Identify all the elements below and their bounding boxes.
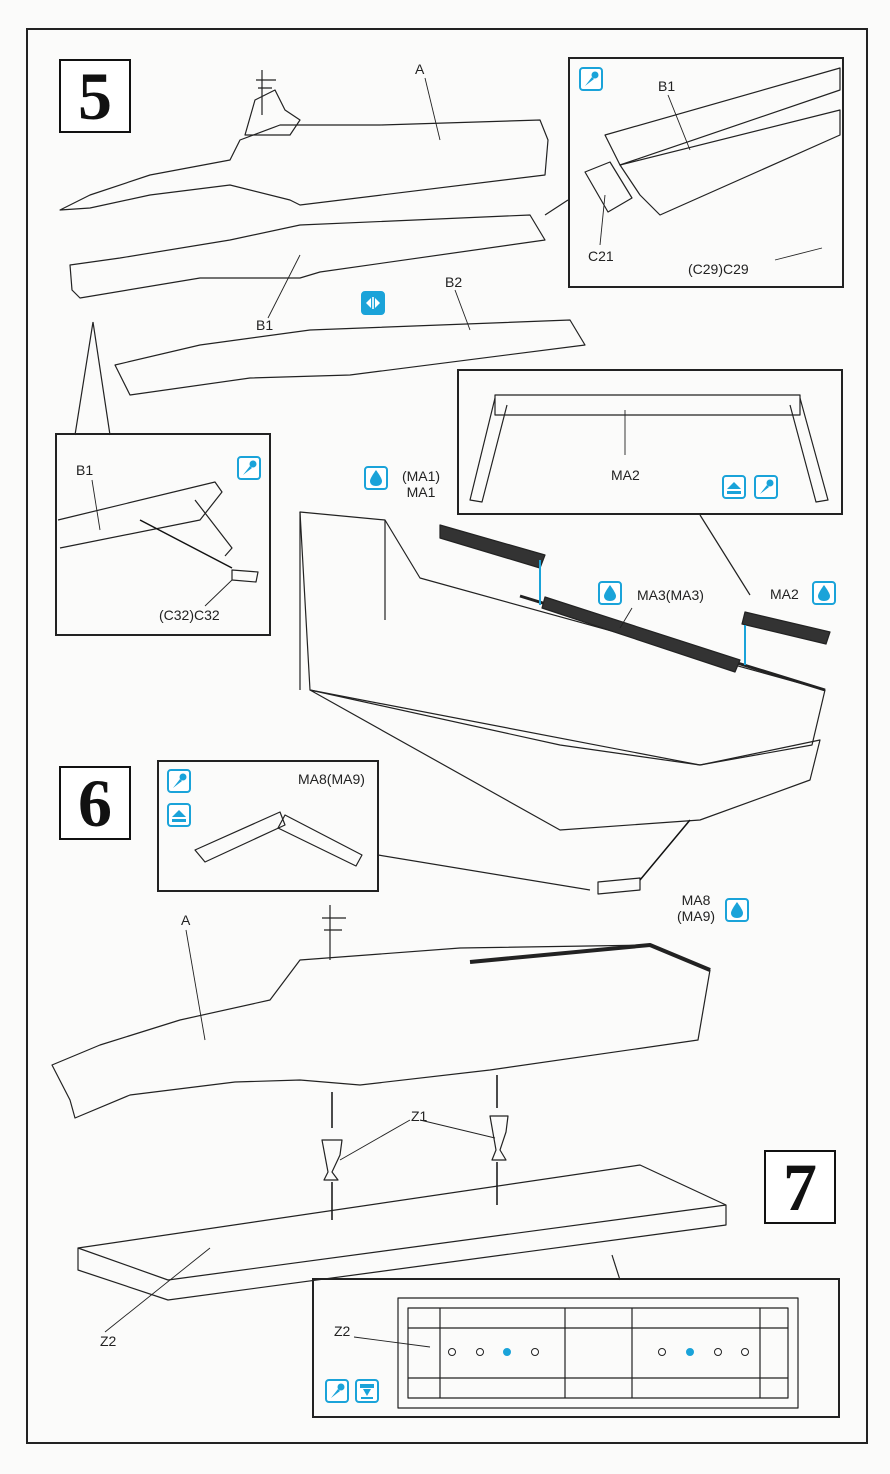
callout-pointer-5b [74,321,111,436]
ship-superstructure-top [244,89,301,136]
label-part-ma3: MA3(MA3) [637,587,704,603]
ship-hull-a-top [59,119,549,211]
callout-pointer-5a [544,199,569,216]
label-part-b1-inset: B1 [658,78,676,94]
callout-ma2 [457,369,843,515]
stand-z1-left [321,1139,343,1181]
step-number-6: 6 [59,766,131,840]
label-part-ma8: MA8 (MA9) [668,892,724,924]
hangar-wall [299,512,386,690]
label-part-ma1-line2: MA1 [406,484,436,500]
inset-c21-block [584,161,633,213]
base-underside [397,1297,799,1409]
label-part-c21: C21 [588,248,614,264]
inset-b1-side [57,481,223,549]
railing-ma8-right [277,814,363,867]
glue-icon [325,1379,349,1403]
label-part-ma8-line1: MA8 [681,892,711,908]
deck-lower-hull [309,689,821,831]
callout-pointer-ma2 [699,514,751,596]
flip-icon [361,291,385,315]
label-part-z2-base: Z2 [100,1333,117,1349]
stand-z1-right [489,1115,509,1161]
label-part-ma1: (MA1) MA1 [393,468,449,500]
inset-c32-tab [231,569,259,583]
ship-deck-bottom [469,943,711,972]
callout-pointer-7 [611,1254,621,1281]
callout-z2-underside [312,1278,840,1418]
glue-icon [754,475,778,499]
callout-c21-c29 [568,57,844,288]
label-part-b1-detail: B1 [76,462,94,478]
inset-b1-strut [194,499,233,557]
hull-part-b2 [114,319,586,396]
mast-top [256,70,276,115]
bend-up-icon [167,803,191,827]
insert-arrow-ma8 [639,819,691,881]
insert-arrow-c32 [139,519,233,569]
flight-deck [299,511,826,766]
railing-ma8-left [194,811,286,863]
step-number-5: 5 [59,59,131,133]
inset-b1-rail-lower [619,109,841,216]
label-part-b1-top: B1 [256,317,274,333]
base-z2-top-edge [77,1204,727,1281]
base-holes [448,1348,749,1356]
page-frame [26,28,868,1444]
label-part-ma2-inset: MA2 [611,467,640,483]
railing-ma2-right [789,397,829,503]
label-part-ma8-inset: MA8(MA9) [298,771,365,787]
inset-b1-rail [604,67,841,166]
label-part-c32: (C32)C32 [159,607,220,623]
part-ma8 [597,877,641,895]
bend-up-icon [722,475,746,499]
paint-drop-icon [364,466,388,490]
lower-hull-b1 [69,214,546,299]
callout-pointer-ma8 [377,854,591,891]
glue-icon [579,67,603,91]
glue-icon [167,769,191,793]
railing-ma2-top [494,394,801,416]
railing-ma2-left [469,397,508,503]
label-part-b2: B2 [445,274,463,290]
walkway-ma2 [741,611,831,645]
label-part-ma8-line2: (MA9) [676,908,716,924]
label-part-z2-inset: Z2 [334,1323,351,1339]
base-z2 [77,1164,727,1301]
glue-icon [237,456,261,480]
sand-icon [355,1379,379,1403]
step-number-7: 7 [764,1150,836,1224]
callout-ma8 [157,760,379,892]
leader-lines [91,77,823,1348]
paint-drop-icon [812,581,836,605]
label-part-ma2: MA2 [770,586,799,602]
label-part-z1: Z1 [411,1108,428,1124]
ship-hull-a-bottom [51,944,711,1119]
paint-drop-icon [598,581,622,605]
label-part-a-bottom: A [181,912,191,928]
mast-bottom [322,905,346,960]
paint-drop-icon [725,898,749,922]
callout-b1-c32 [55,433,271,636]
walkway-ma1 [439,524,546,569]
label-part-c29: (C29)C29 [688,261,749,277]
label-part-a-top: A [415,61,425,77]
walkway-ma3 [541,596,741,673]
label-part-ma1-line1: (MA1) [401,468,441,484]
